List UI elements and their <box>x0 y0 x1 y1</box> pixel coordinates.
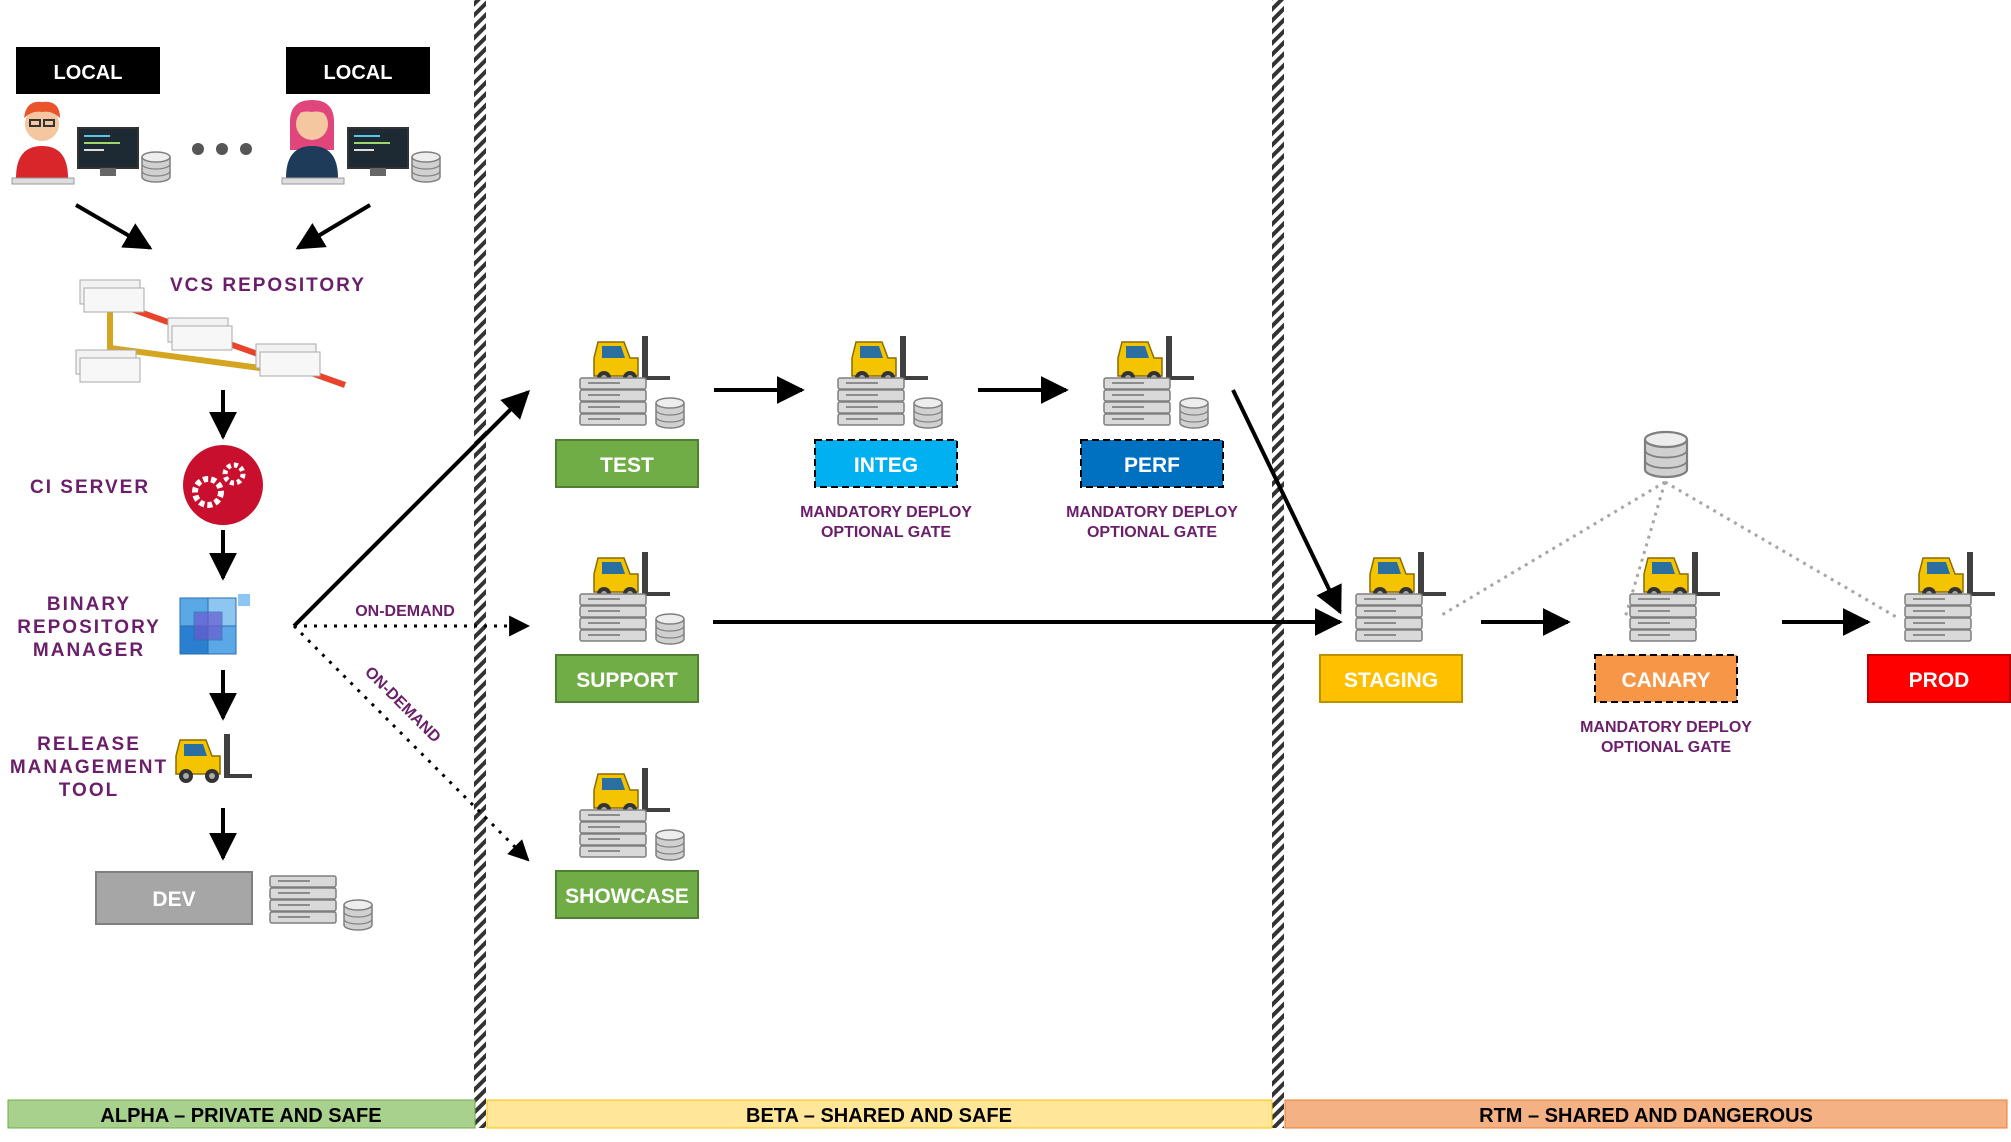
ci-server-label: CI SERVER <box>30 477 150 498</box>
shared-database-icon <box>1643 430 1689 479</box>
release-tool-label-line2: MANAGEMENT <box>10 757 168 778</box>
release-tool-forklift-icon <box>175 733 253 784</box>
prod-label: PROD <box>1909 669 1970 692</box>
zone-band-alpha: ALPHA – PRIVATE AND SAFE <box>7 1099 476 1129</box>
canary-label: CANARY <box>1621 669 1710 692</box>
zone-divider-alpha-beta <box>474 0 486 1128</box>
vcs-repository-icon <box>75 279 347 388</box>
zone-rtm-label: RTM – SHARED AND DANGEROUS <box>1479 1105 1813 1127</box>
vcs-repository-label: VCS REPOSITORY <box>170 275 366 296</box>
local-label-2: LOCAL <box>324 62 393 84</box>
workstation-1-icon <box>77 127 171 183</box>
prod-server-icon <box>1905 552 1995 641</box>
perf-label: PERF <box>1124 454 1180 477</box>
canary-server-icon <box>1630 552 1720 641</box>
zone-divider-beta-rtm <box>1272 0 1284 1128</box>
release-tool-label-line1: RELEASE <box>37 734 141 755</box>
canary-environment-box <box>1594 654 1738 703</box>
dev-server-icon <box>269 875 373 931</box>
test-environment-box <box>555 439 699 488</box>
staging-server-icon <box>1356 552 1446 641</box>
release-tool-label-line3: TOOL <box>59 780 119 801</box>
test-label: TEST <box>600 454 654 477</box>
integ-server-icon <box>838 336 943 429</box>
binary-repo-label-line1: BINARY <box>47 594 131 615</box>
support-server-icon <box>580 552 685 645</box>
staging-environment-box <box>1319 654 1463 703</box>
staging-label: STAGING <box>1344 669 1438 692</box>
integ-label: INTEG <box>854 454 918 477</box>
perf-note-line2: OPTIONAL GATE <box>1087 524 1217 541</box>
binary-repo-label-line3: MANAGER <box>33 640 145 661</box>
binary-repo-label-line2: REPOSITORY <box>17 617 161 638</box>
perf-environment-box <box>1080 439 1224 488</box>
developer-1-icon <box>11 101 75 185</box>
showcase-server-icon <box>580 768 685 861</box>
ellipsis-icon <box>192 143 252 155</box>
canary-note-line2: OPTIONAL GATE <box>1601 739 1731 756</box>
ci-server-icon <box>183 445 263 525</box>
showcase-label: SHOWCASE <box>565 885 689 908</box>
test-server-icon <box>580 336 685 429</box>
integ-note-line1: MANDATORY DEPLOY <box>800 504 972 521</box>
dev-label: DEV <box>152 888 195 911</box>
showcase-environment-box <box>555 870 699 919</box>
workstation-2-icon <box>347 127 441 183</box>
integ-note-line2: OPTIONAL GATE <box>821 524 951 541</box>
zone-band-rtm: RTM – SHARED AND DANGEROUS <box>1284 1099 2008 1129</box>
canary-note-line1: MANDATORY DEPLOY <box>1580 719 1752 736</box>
zone-band-beta: BETA – SHARED AND SAFE <box>486 1099 1273 1129</box>
zone-beta-label: BETA – SHARED AND SAFE <box>746 1105 1012 1127</box>
local-label-1: LOCAL <box>54 62 123 84</box>
developer-2-icon <box>281 100 345 185</box>
prod-environment-box <box>1867 654 2011 703</box>
integ-environment-box <box>814 439 958 488</box>
support-label: SUPPORT <box>576 669 678 692</box>
zone-alpha-label: ALPHA – PRIVATE AND SAFE <box>100 1105 381 1127</box>
support-environment-box <box>555 654 699 703</box>
local-badge-1 <box>16 47 160 94</box>
local-badge-2 <box>286 47 430 94</box>
perf-note-line1: MANDATORY DEPLOY <box>1066 504 1238 521</box>
perf-server-icon <box>1104 336 1209 429</box>
binary-repository-icon <box>179 594 250 655</box>
on-demand-label-support: ON-DEMAND <box>355 603 455 620</box>
dev-environment-box <box>95 871 253 925</box>
